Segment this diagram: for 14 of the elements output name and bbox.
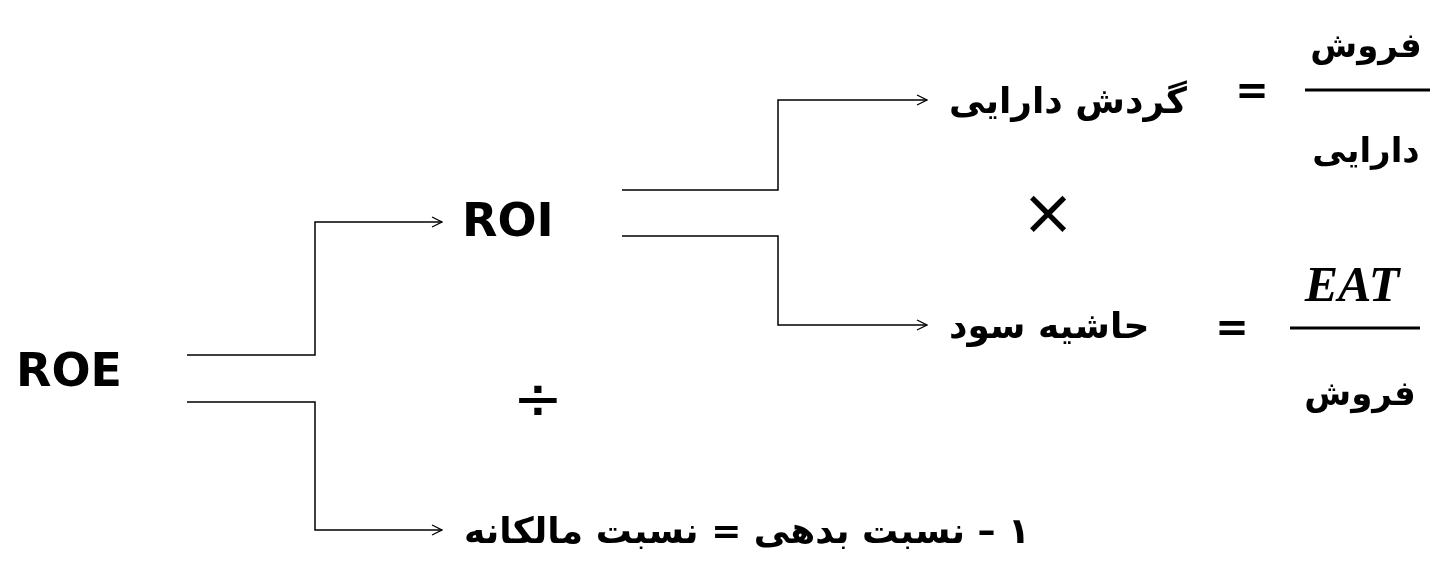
ratio-text: حاشیه سود: [948, 304, 1150, 346]
arrow: [621, 94, 928, 191]
multiply-sign: ×: [1021, 180, 1075, 244]
arrow: [186, 401, 443, 536]
ratio-text: ۱ – نسبت بدهی = نسبت مالکانه: [463, 509, 1031, 551]
arrow: [621, 235, 928, 331]
equals-sign: =: [1215, 307, 1249, 347]
arrow: [186, 216, 443, 356]
numerator: EAT: [1304, 259, 1400, 309]
ratio-text: گردش دارایی: [948, 79, 1187, 121]
equals-sign: =: [1235, 70, 1269, 110]
divide-sign: ÷: [512, 368, 564, 428]
ratio-label: ROE: [15, 343, 122, 397]
ratio-label: ROI: [461, 193, 554, 247]
